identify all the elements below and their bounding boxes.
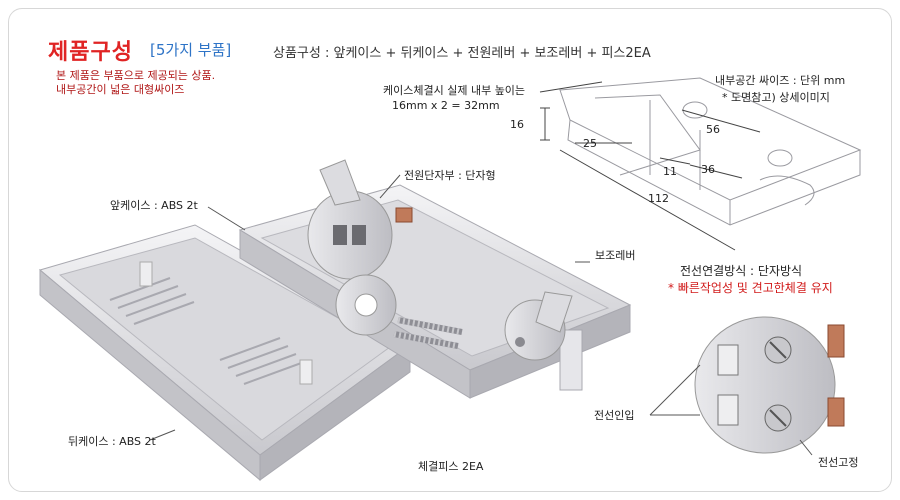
dimension-lines xyxy=(539,81,761,251)
dim-56: 56 xyxy=(706,123,720,136)
dim-25: 25 xyxy=(583,137,597,150)
dim-11: 11 xyxy=(663,165,677,178)
ring-washer-image xyxy=(335,274,397,336)
power-lever-image xyxy=(307,159,413,280)
connection-feature: * 빠른작업성 및 견고한체결 유지 xyxy=(668,281,833,295)
aux-lever-label: 보조레버 xyxy=(595,249,636,262)
inner-space-line-1: 내부공간 싸이즈 : 단위 mm xyxy=(715,74,846,87)
screws-label: 체결피스 2EA xyxy=(418,460,484,473)
back-case-image xyxy=(38,224,411,482)
wire-fix-label: 전선고정 xyxy=(818,456,859,469)
note-line-1: 본 제품은 부품으로 제공되는 상품. xyxy=(56,69,216,82)
page-subtitle: [5가지 부품] xyxy=(150,41,232,59)
note-line-2: 내부공간이 넓은 대형싸이즈 xyxy=(56,83,185,96)
leader-lines xyxy=(149,174,813,456)
terminal-closeup-image xyxy=(694,316,845,454)
power-terminal-label: 전원단자부 : 단자형 xyxy=(404,169,496,182)
wire-inlet-label: 전선인입 xyxy=(594,409,635,422)
front-case-label: 앞케이스 : ABS 2t xyxy=(110,199,198,212)
back-case-label: 뒤케이스 : ABS 2t xyxy=(68,435,156,448)
dim-16: 16 xyxy=(510,118,524,131)
height-note-line-1: 케이스체결시 실제 내부 높이는 xyxy=(383,84,526,97)
composition-text: 상품구성 : 앞케이스 + 뒤케이스 + 전원레버 + 보조레버 + 피스2EA xyxy=(273,46,651,61)
inner-space-line-2: * 도면참고) 상세이미지 xyxy=(722,91,830,104)
dim-36: 36 xyxy=(701,163,715,176)
screws-image xyxy=(393,317,463,349)
aux-lever-image xyxy=(504,291,573,361)
connection-method: 전선연결방식 : 단자방식 xyxy=(680,264,803,278)
schematic-drawing xyxy=(559,77,862,226)
height-note-line-2: 16mm x 2 = 32mm xyxy=(392,99,500,112)
dim-112: 112 xyxy=(648,192,669,205)
page-title: 제품구성 xyxy=(48,40,133,65)
